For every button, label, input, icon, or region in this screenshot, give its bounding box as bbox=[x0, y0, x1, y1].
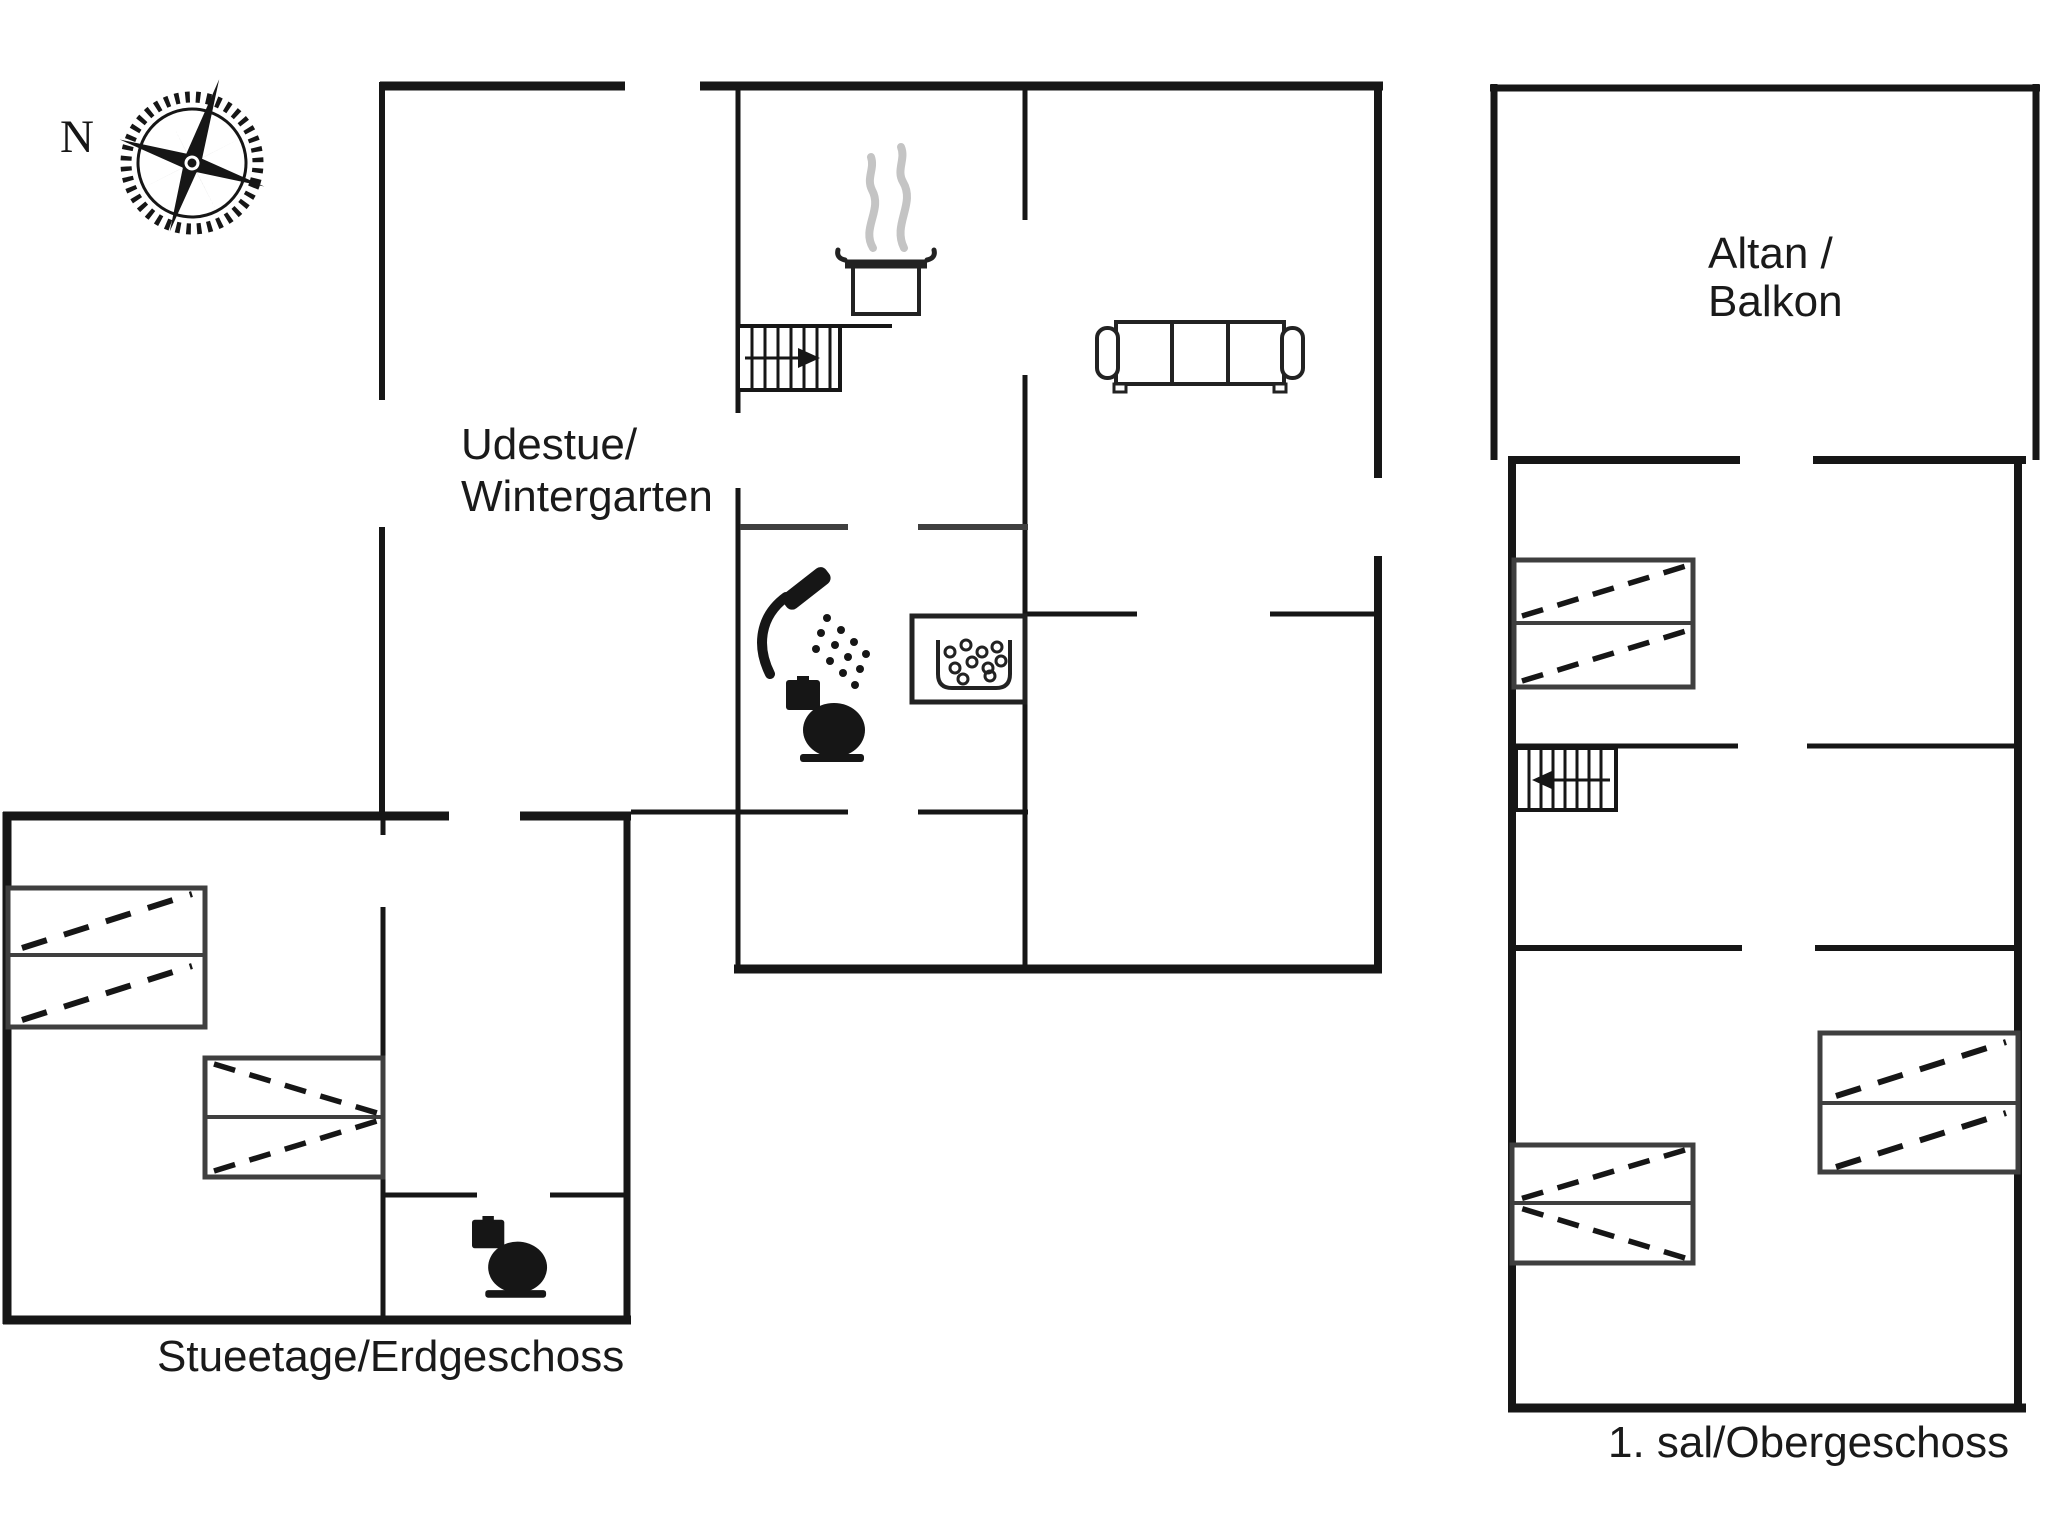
bunk-bed-icon bbox=[1511, 557, 1696, 690]
ground-floor-interior-walls bbox=[631, 86, 1380, 969]
compass-north-label: N bbox=[60, 111, 94, 163]
sofa-icon bbox=[1095, 320, 1305, 394]
shower-icon bbox=[757, 567, 870, 689]
staircase-icon bbox=[736, 324, 892, 392]
balcony-label-line1: Altan / bbox=[1708, 229, 1834, 278]
staircase-icon bbox=[1514, 746, 1618, 812]
toilet-icon bbox=[786, 676, 865, 762]
bunk-bed-icon bbox=[1509, 1142, 1696, 1266]
ground-floor-label: Stueetage/Erdgeschoss bbox=[157, 1332, 624, 1381]
sink-icon bbox=[909, 613, 1028, 705]
cooking-pot-icon bbox=[835, 247, 937, 316]
conservatory-label-line2: Wintergarten bbox=[461, 472, 713, 521]
first-floor-label: 1. sal/Obergeschoss bbox=[1608, 1418, 2009, 1467]
steam-icon bbox=[865, 143, 911, 252]
double-bed-icon bbox=[5, 885, 208, 1030]
bunk-bed-icon bbox=[202, 1055, 386, 1180]
toilet-icon bbox=[472, 1216, 548, 1298]
conservatory-label-line1: Udestue/ bbox=[461, 420, 638, 469]
compass-rose-icon bbox=[119, 79, 265, 235]
ground-floor-outer-walls bbox=[379, 81, 1383, 974]
double-bed-icon bbox=[1817, 1030, 2021, 1175]
balcony-walls bbox=[1490, 84, 2040, 460]
balcony-label-line2: Balkon bbox=[1708, 277, 1843, 326]
